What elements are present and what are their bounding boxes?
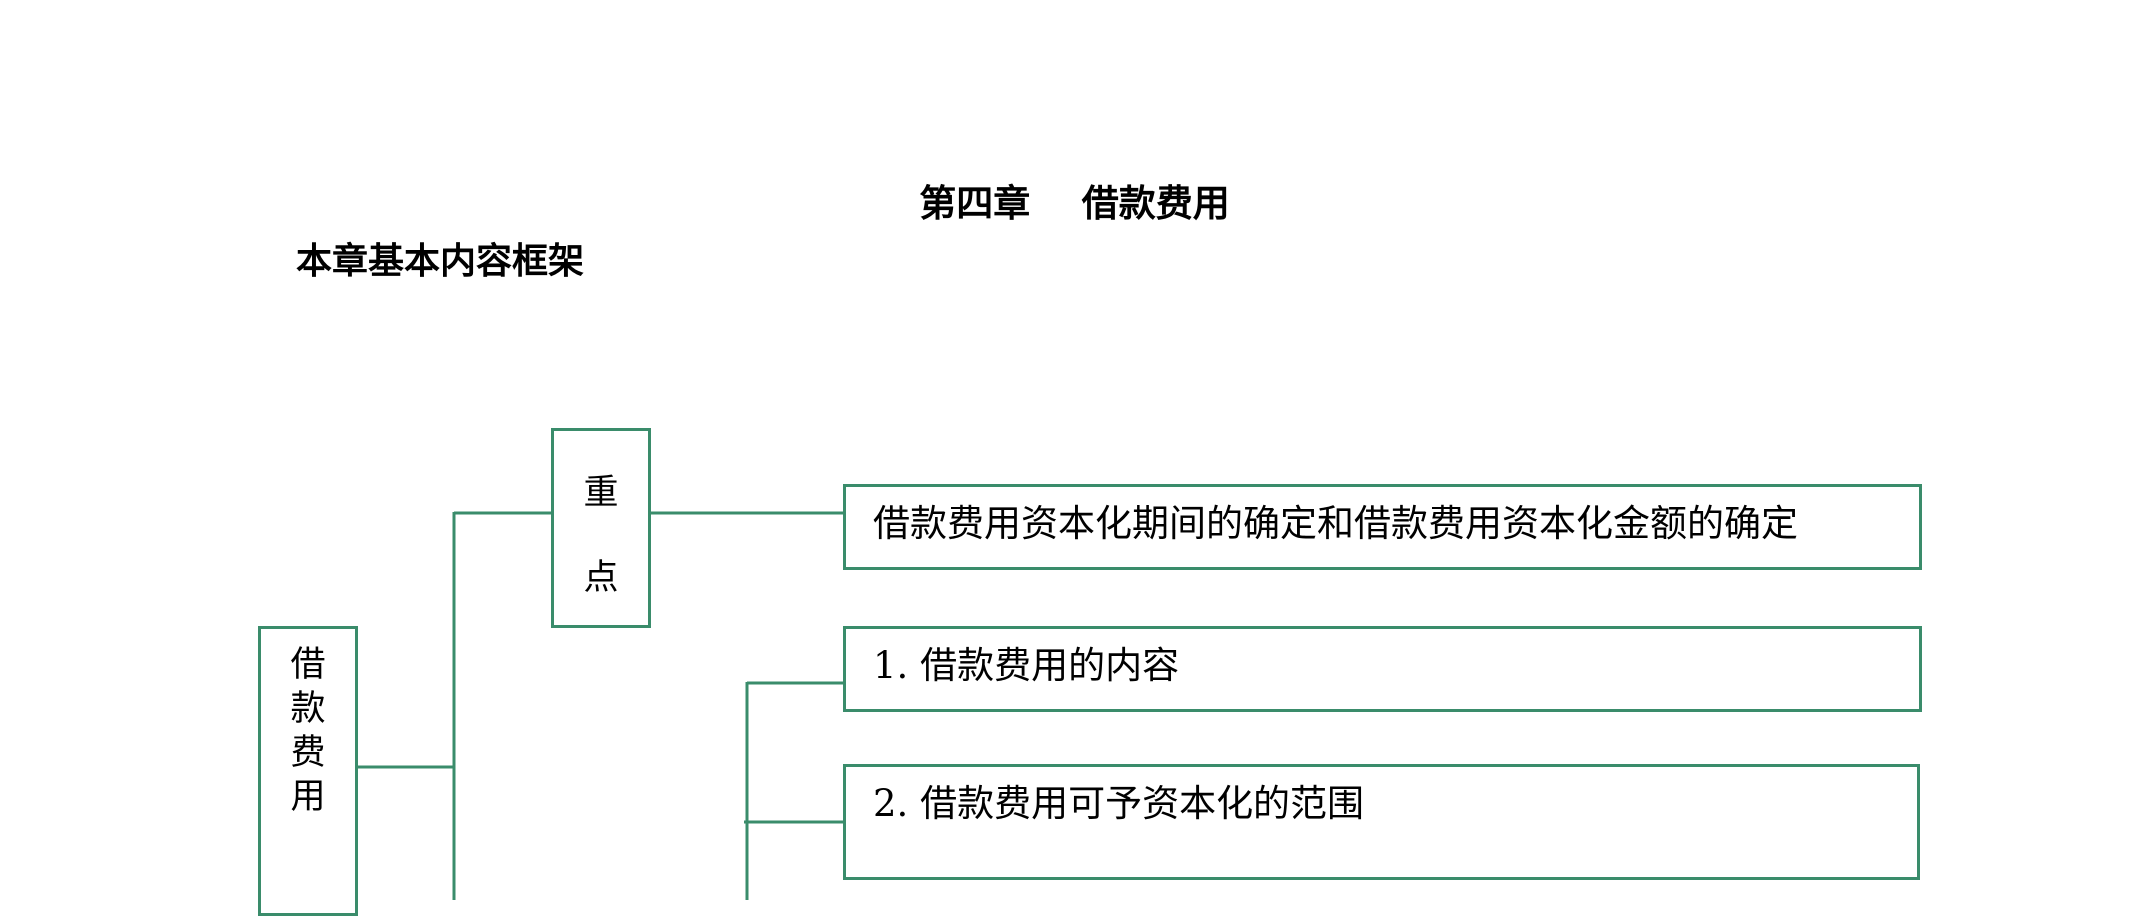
item-box-2: 2. 借款费用可予资本化的范围 [843,764,1920,880]
key-point-box: 重点 [551,428,651,628]
item-text-2: 2. 借款费用可予资本化的范围 [873,782,1365,825]
item-box-1: 1. 借款费用的内容 [843,626,1922,712]
root-box: 借款费用 [258,626,358,916]
key-point-detail-text: 借款费用资本化期间的确定和借款费用资本化金额的确定 [873,502,1798,545]
section-title: 本章基本内容框架 [296,240,585,282]
item-text-1: 1. 借款费用的内容 [873,644,1180,687]
key-point-label: 重点 [583,473,619,598]
chapter-title: 第四章 借款费用 [919,181,1230,225]
root-label: 借款费用 [290,645,326,817]
key-point-detail-box: 借款费用资本化期间的确定和借款费用资本化金额的确定 [843,484,1922,570]
